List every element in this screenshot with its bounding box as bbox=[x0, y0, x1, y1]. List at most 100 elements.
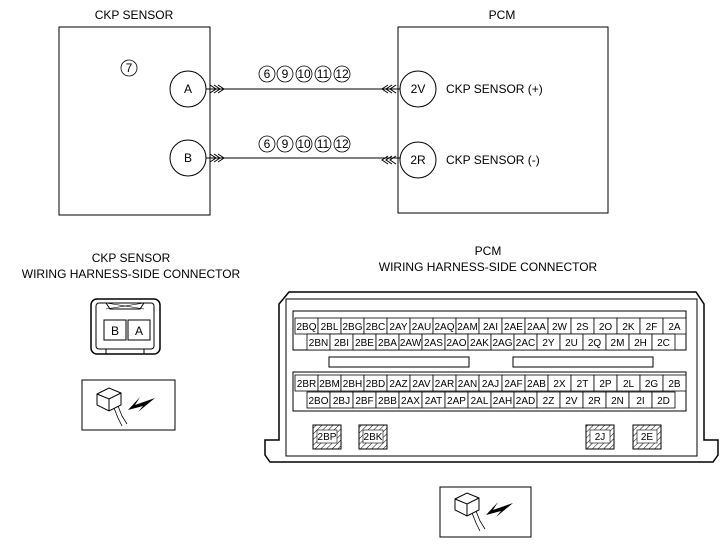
pcm-ground-pin-label-bg bbox=[362, 429, 384, 444]
harness-ref-circle bbox=[276, 135, 294, 153]
harness-ref-circle bbox=[314, 65, 332, 83]
pcm-pin-label: 2AW bbox=[400, 338, 422, 349]
connector-ref-number: 7 bbox=[126, 61, 133, 75]
harness-ref-circle bbox=[295, 135, 313, 153]
pcm-pin-label: 2BB bbox=[378, 396, 397, 407]
pcm-pin-label: 2AD bbox=[516, 396, 535, 407]
pcm-pin-label: 2W bbox=[552, 322, 568, 333]
harness-ref-circle bbox=[258, 65, 276, 83]
pcm-pin-label: 2AI bbox=[483, 322, 498, 333]
pcm-ground-pin-label: 2BK bbox=[364, 432, 383, 443]
pcm-pin-label: 2AN bbox=[458, 379, 477, 390]
pcm-pin-label: 2BQ bbox=[296, 322, 316, 333]
pcm-pin-label: 2A bbox=[668, 322, 681, 333]
ckp-sensor-box bbox=[58, 26, 211, 216]
pcm-pin-label: 2BM bbox=[319, 379, 340, 390]
pcm-pin-label: 2AB bbox=[527, 379, 546, 390]
harness-ref-number: 6 bbox=[264, 67, 271, 81]
sensor-pin-a-label: A bbox=[184, 82, 192, 96]
harness-ref-number: 10 bbox=[297, 67, 311, 81]
pcm-connector-title-1: PCM bbox=[475, 244, 502, 258]
pcm-pin-label: 2BL bbox=[321, 322, 339, 333]
pcm-ground-pin-label: 2J bbox=[595, 432, 606, 443]
pcm-pin-2r-label: 2R bbox=[410, 153, 426, 167]
pcm-pin-label: 2I bbox=[636, 396, 644, 407]
harness-ref-circle bbox=[333, 65, 351, 83]
harness-ref-number: 12 bbox=[335, 137, 349, 151]
connector-view-icon bbox=[439, 486, 532, 538]
pcm-connector-title-2: WIRING HARNESS-SIDE CONNECTOR bbox=[379, 260, 598, 274]
pcm-pin-label: 2BH bbox=[343, 379, 362, 390]
pcm-ground-pin-label: 2E bbox=[641, 432, 654, 443]
pcm-box bbox=[397, 26, 609, 214]
pcm-pin-label: 2AZ bbox=[389, 379, 407, 390]
harness-ref-circle bbox=[276, 65, 294, 83]
pcm-pin-label: 2H bbox=[634, 338, 647, 349]
chevron-icon bbox=[209, 153, 225, 163]
pcm-pin-label: 2AT bbox=[425, 396, 443, 407]
pcm-pin-label: 2BC bbox=[366, 322, 385, 333]
pcm-ground-pin-label: 2BP bbox=[318, 432, 337, 443]
pcm-ground-pin-label-bg bbox=[316, 429, 338, 444]
ckp-sensor-title: CKP SENSOR bbox=[95, 8, 174, 22]
signal-ckp-minus: CKP SENSOR (-) bbox=[446, 153, 540, 167]
pcm-pin-label: 2AO bbox=[446, 338, 466, 349]
harness-ref-number: 11 bbox=[317, 67, 330, 81]
ckp-connector-title-1: CKP SENSOR bbox=[92, 251, 171, 265]
pcm-pin-label: 2T bbox=[577, 379, 589, 390]
chevron-icon bbox=[209, 84, 225, 94]
pcm-pin-label: 2BA bbox=[378, 338, 397, 349]
pcm-pin-label: 2L bbox=[623, 379, 635, 390]
harness-ref-circle bbox=[258, 135, 276, 153]
pcm-pin-label: 2M bbox=[611, 338, 625, 349]
pcm-pin-label: 2V bbox=[565, 396, 578, 407]
pcm-pin-label: 2AA bbox=[527, 322, 546, 333]
pcm-pin-label: 2AF bbox=[504, 379, 522, 390]
pcm-ground-pin-label-bg bbox=[636, 429, 658, 444]
pcm-pin-label: 2AX bbox=[401, 396, 420, 407]
harness-ref-number: 6 bbox=[264, 137, 271, 151]
pcm-pin-label: 2S bbox=[576, 322, 589, 333]
pcm-pin-label: 2P bbox=[599, 379, 612, 390]
connector-view-icon bbox=[81, 379, 176, 431]
pcm-pin-2v-label: 2V bbox=[411, 82, 426, 96]
ckp-connector-pin-b: B bbox=[111, 324, 119, 338]
harness-ref-number: 11 bbox=[317, 137, 330, 151]
pcm-pin-label: 2AR bbox=[435, 379, 454, 390]
harness-ref-circle bbox=[295, 65, 313, 83]
pcm-pin-label: 2AS bbox=[424, 338, 443, 349]
chevron-icon bbox=[381, 84, 397, 94]
pcm-pin-label: 2R bbox=[588, 396, 601, 407]
pcm-pin-label: 2AC bbox=[516, 338, 535, 349]
pcm-pin-label: 2BN bbox=[309, 338, 328, 349]
pcm-pin-label: 2AM bbox=[457, 322, 478, 333]
pcm-pin-label: 2AY bbox=[389, 322, 407, 333]
pcm-pin-label: 2AE bbox=[504, 322, 523, 333]
pcm-pin-label: 2AH bbox=[493, 396, 512, 407]
pcm-pin-label: 2AG bbox=[492, 338, 512, 349]
pcm-pin-label: 2D bbox=[657, 396, 670, 407]
pcm-pin-label: 2BD bbox=[366, 379, 385, 390]
ckp-connector-face bbox=[90, 298, 161, 355]
harness-ref-number: 10 bbox=[297, 137, 311, 151]
pcm-pin-label: 2AP bbox=[447, 396, 466, 407]
harness-ref-circle bbox=[314, 135, 332, 153]
harness-ref-number: 9 bbox=[282, 67, 289, 81]
pcm-title: PCM bbox=[489, 8, 516, 22]
pcm-pin-label: 2C bbox=[657, 338, 670, 349]
chevron-icon bbox=[381, 155, 397, 165]
pcm-pin-2r-circle bbox=[399, 141, 437, 179]
pcm-pin-label: 2BE bbox=[355, 338, 374, 349]
pcm-pin-label: 2G bbox=[645, 379, 659, 390]
pcm-pin-cell bbox=[662, 374, 687, 392]
ckp-connector-title-2: WIRING HARNESS-SIDE CONNECTOR bbox=[22, 267, 241, 281]
pcm-ground-pins: 2BP 2BK 2J 2E bbox=[312, 424, 662, 450]
pcm-pin-label: 2BR bbox=[297, 379, 316, 390]
pcm-pin-label: 2Z bbox=[543, 396, 555, 407]
pcm-pin-label: 2K bbox=[622, 322, 635, 333]
pcm-pin-label: 2X bbox=[553, 379, 566, 390]
